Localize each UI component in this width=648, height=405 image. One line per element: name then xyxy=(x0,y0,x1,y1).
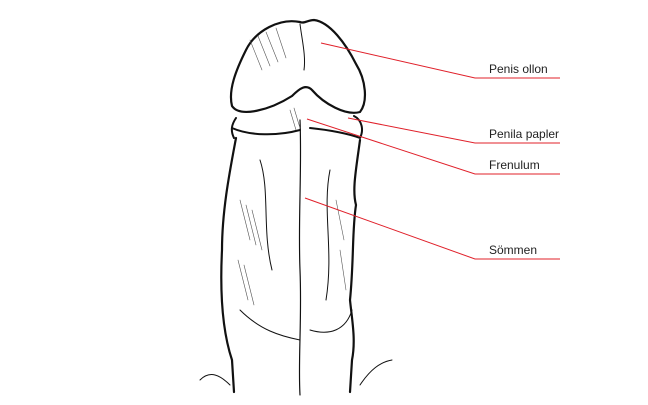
shaft-right xyxy=(348,138,362,394)
leader-lines xyxy=(304,42,560,260)
label-penila-papler: Penila papler xyxy=(489,127,560,141)
leader-line-sommen xyxy=(304,197,560,260)
corona-outline xyxy=(230,115,363,139)
leader-line-penis-ollon xyxy=(320,42,560,79)
shaft-left xyxy=(220,136,238,394)
glans-outline xyxy=(229,18,366,114)
label-sommen: Sömmen xyxy=(489,243,538,257)
label-frenulum: Frenulum xyxy=(489,158,540,172)
leader-line-frenulum xyxy=(306,118,560,175)
leader-line-penila-papler xyxy=(347,117,560,144)
label-penis-ollon: Penis ollon xyxy=(489,62,548,76)
penis-drawing xyxy=(199,18,393,396)
raphe xyxy=(298,119,302,396)
